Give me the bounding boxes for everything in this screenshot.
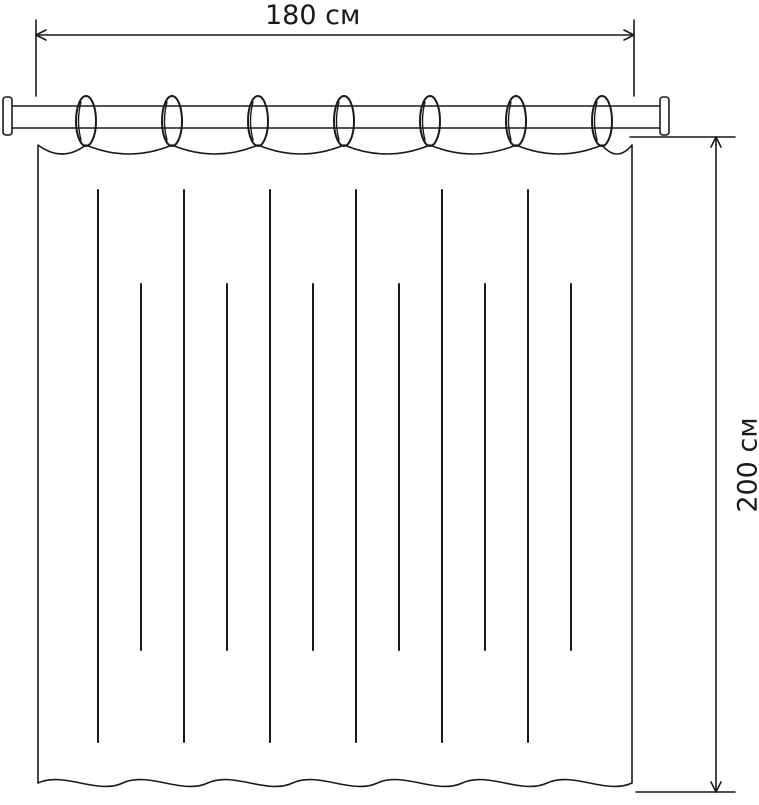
width-label: 180 см xyxy=(265,0,360,31)
height-dimension xyxy=(630,137,735,792)
width-dimension xyxy=(36,20,634,96)
rod-end-cap-right xyxy=(660,97,669,135)
rod-end-cap-left xyxy=(3,97,12,135)
curtain-outline xyxy=(38,145,632,786)
height-label: 200 см xyxy=(733,417,759,512)
